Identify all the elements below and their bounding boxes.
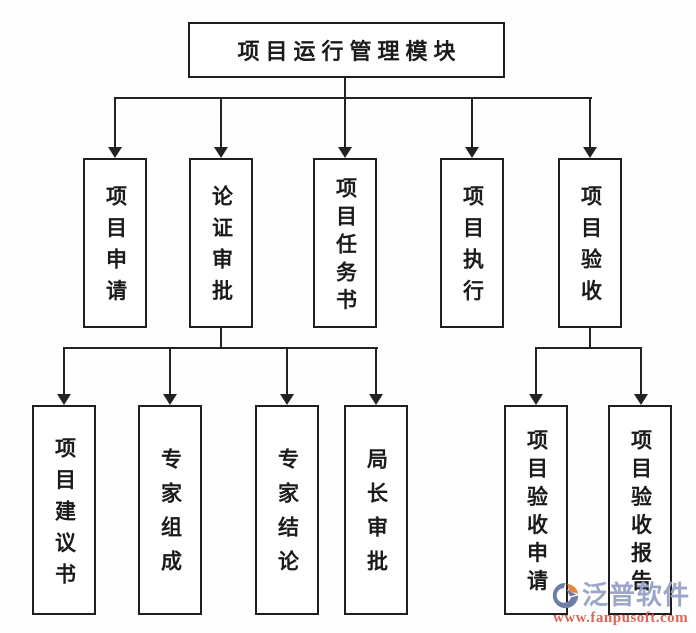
node-label: 项目任务书 xyxy=(333,176,358,317)
arrowhead-down-icon xyxy=(529,394,543,405)
fanpu-logo-icon xyxy=(552,582,579,609)
connector-review-stem xyxy=(220,328,222,349)
arrowhead-down-icon xyxy=(465,147,479,158)
node-root: 项目运行管理模块 xyxy=(188,22,505,78)
node-root-label: 项目运行管理模块 xyxy=(237,39,462,64)
watermark: 泛普软件 www.fanpusoft.com xyxy=(551,581,690,626)
watermark-brand: 泛普软件 xyxy=(582,580,691,610)
connector-root-stem xyxy=(344,78,346,99)
node-director-approval: 局长审批 xyxy=(344,405,408,615)
node-label: 项目申请 xyxy=(103,185,128,312)
node-expert-team: 专家组成 xyxy=(138,405,202,615)
arrowhead-down-icon xyxy=(163,394,177,405)
connector-acceptance-stem xyxy=(589,328,591,349)
connector-review-bus xyxy=(63,347,378,349)
arrowhead-down-icon xyxy=(108,147,122,158)
node-label: 局长审批 xyxy=(364,448,389,585)
node-acceptance-application: 项目验收申请 xyxy=(504,405,568,615)
node-review-approval: 论证审批 xyxy=(189,158,253,328)
connector-drop xyxy=(344,97,346,147)
node-project-execution: 项目执行 xyxy=(440,158,504,328)
arrowhead-down-icon xyxy=(57,394,71,405)
connector-level2-bus xyxy=(114,97,592,99)
connector-acceptance-bus xyxy=(535,347,642,349)
connector-drop xyxy=(640,347,642,394)
node-label: 项目验收申请 xyxy=(524,429,549,598)
arrowhead-down-icon xyxy=(634,394,648,405)
node-label: 项目验收报告 xyxy=(628,429,653,598)
arrowhead-down-icon xyxy=(583,147,597,158)
connector-drop xyxy=(471,97,473,147)
watermark-url: www.fanpusoft.com xyxy=(553,610,689,626)
connector-drop xyxy=(535,347,537,394)
node-label: 项目验收 xyxy=(578,185,603,312)
connector-drop xyxy=(169,347,171,394)
node-label: 论证审批 xyxy=(209,185,234,312)
node-acceptance-report: 项目验收报告 xyxy=(608,405,672,615)
connector-drop xyxy=(589,97,591,147)
arrowhead-down-icon xyxy=(338,147,352,158)
connector-drop xyxy=(375,347,377,394)
node-label: 项目执行 xyxy=(460,185,485,312)
node-project-task-book: 项目任务书 xyxy=(313,158,377,328)
connector-drop xyxy=(114,97,116,147)
arrowhead-down-icon xyxy=(280,394,294,405)
connector-drop xyxy=(286,347,288,394)
node-expert-conclusion: 专家结论 xyxy=(255,405,319,615)
connector-drop xyxy=(220,97,222,147)
node-project-application: 项目申请 xyxy=(83,158,147,328)
arrowhead-down-icon xyxy=(369,394,383,405)
node-label: 专家组成 xyxy=(158,448,183,585)
node-project-proposal: 项目建议书 xyxy=(32,405,96,615)
arrowhead-down-icon xyxy=(214,147,228,158)
node-label: 专家结论 xyxy=(275,448,300,585)
connector-drop xyxy=(63,347,65,394)
node-label: 项目建议书 xyxy=(52,436,77,595)
node-project-acceptance: 项目验收 xyxy=(558,158,622,328)
